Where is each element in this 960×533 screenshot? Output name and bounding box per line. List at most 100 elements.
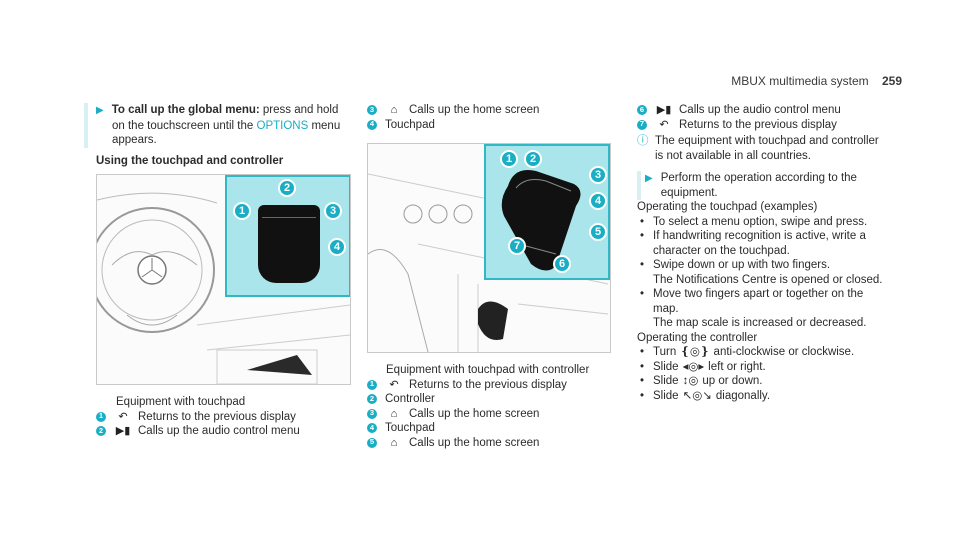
item-text: Calls up the home screen [409, 104, 540, 116]
bullet-item: •Move two fingers apart or together on t… [639, 288, 867, 329]
header-title: MBUX multimedia system [731, 74, 869, 88]
callout-4: 4 [328, 238, 346, 256]
bullet-text: Move two fingers apart or together on th… [653, 288, 864, 300]
bullet-text: Swipe down or up with two fingers. [653, 259, 831, 271]
callout-6: 6 [553, 255, 571, 273]
callout-3: 3 [589, 166, 607, 184]
step-text-2: equipment. [660, 186, 718, 199]
item-number: 1 [96, 411, 106, 422]
bullet-text: character on the touchpad. [653, 244, 790, 257]
list-item: 1 ↶ Returns to the previous display [96, 410, 356, 425]
list-item: 6 ▶▮ Calls up the audio control menu [637, 103, 907, 118]
step-text-1: Perform the operation according to the [660, 172, 857, 184]
page-number: 259 [881, 74, 902, 88]
column-2-list: Equipment with touchpad with controller … [367, 363, 612, 450]
back-arrow-icon: ↶ [659, 118, 669, 131]
step-arrow-icon: ▶ [645, 173, 653, 184]
bullet-text: left or right. [708, 360, 766, 373]
item-number: 2 [367, 394, 377, 404]
section-label-controller: Operating the controller [637, 331, 758, 344]
column-1: ▶ To call up the global menu: press and … [84, 103, 356, 168]
bullet-item: •To select a menu option, swipe and pres… [639, 215, 868, 228]
slide-vertical-icon: ↕◎ [682, 375, 699, 387]
figure-caption: Equipment with touchpad with controller [386, 364, 590, 376]
bullet-text: anti-clockwise or clockwise. [713, 346, 855, 358]
callout-2: 2 [278, 179, 296, 197]
page-header: MBUX multimedia system 259 [731, 74, 902, 88]
bullet-item: •Slide↖◎↘diagonally. [639, 389, 771, 402]
home-icon: ⌂ [390, 104, 398, 116]
step-text-3: menu [308, 119, 341, 132]
list-item: 3 ⌂ Calls up the home screen [367, 407, 612, 422]
bullet-text: Slide [653, 360, 679, 373]
bullet-result: The map scale is increased or decreased. [653, 317, 867, 329]
list-item: 7 ↶ Returns to the previous display [637, 118, 907, 133]
column-3: 6 ▶▮ Calls up the audio control menu 7 ↶ Ret… [637, 103, 907, 403]
callout-5: 5 [589, 223, 607, 241]
callout-3: 3 [324, 202, 342, 220]
item-number: 4 [367, 423, 377, 433]
bullet-item: •If handwriting recognition is active, w… [639, 230, 866, 257]
bullet-text: diagonally. [715, 389, 771, 402]
item-number: 4 [367, 119, 377, 130]
item-number: 3 [367, 105, 377, 115]
item-text: Returns to the previous display [138, 410, 296, 423]
item-text: Calls up the home screen [409, 436, 540, 449]
item-text: Touchpad [385, 118, 435, 131]
bullet-item: •Slide↕◎up or down. [639, 375, 763, 387]
rotate-controller-icon: ❴◎❵ [680, 346, 710, 358]
bullet-item: •Slide◂◎▸left or right. [639, 360, 766, 373]
item-text: Calls up the audio control menu [679, 104, 841, 116]
slide-horizontal-icon: ◂◎▸ [682, 360, 705, 373]
item-number: 2 [96, 426, 106, 436]
bullet-text: Turn [653, 346, 677, 358]
back-arrow-icon: ↶ [118, 410, 128, 423]
callout-4: 4 [589, 192, 607, 210]
section-label-touchpad: Operating the touchpad (examples) [637, 201, 818, 213]
list-item: 5⌂Calls up the home screen [367, 436, 612, 451]
home-icon: ⌂ [390, 407, 398, 420]
controller-figure: 1 2 3 4 5 6 7 [367, 143, 611, 353]
bullet-text: map. [653, 302, 679, 315]
options-menu-term: OPTIONS [256, 119, 309, 132]
step-text: press and hold [259, 104, 339, 116]
item-number: 3 [367, 408, 377, 419]
touchpad-graphic [258, 205, 320, 283]
item-text: Calls up the home screen [409, 407, 540, 420]
list-item: 2 ▶▮ Calls up the audio control menu [96, 424, 356, 439]
skip-forward-icon: ▶▮ [115, 425, 131, 437]
bullet-result: The Notifications Centre is opened or cl… [653, 273, 883, 286]
figure-caption: Equipment with touchpad [116, 396, 246, 408]
item-text: Calls up the audio control menu [138, 425, 300, 437]
note-text-1: The equipment with touchpad and controll… [655, 135, 879, 147]
perform-step: ▶ Perform the operation according to the… [637, 171, 907, 200]
bullet-text: If handwriting recognition is active, wr… [653, 230, 866, 242]
item-number: 5 [367, 437, 377, 448]
note-text-2: is not available in all countries. [655, 149, 811, 162]
item-text: Touchpad [385, 422, 435, 434]
slide-diagonal-icon: ↖◎↘ [682, 389, 712, 402]
step-title: To call up the global menu: [111, 104, 260, 116]
step-text-4: appears. [112, 134, 157, 146]
item-text: Returns to the previous display [409, 378, 567, 391]
subheading: Using the touchpad and controller [96, 154, 284, 167]
item-number: 1 [367, 379, 377, 390]
callout-7: 7 [508, 237, 526, 255]
bullet-text: Slide [653, 375, 679, 387]
back-arrow-icon: ↶ [389, 378, 399, 391]
bullet-item: •Turn❴◎❵anti-clockwise or clockwise. [639, 346, 855, 358]
bullet-text: up or down. [702, 375, 763, 387]
note: ⓘ The equipment with touchpad and contro… [637, 134, 907, 163]
item-number: 6 [637, 105, 647, 115]
global-menu-step: ▶ To call up the global menu: press and … [84, 103, 356, 148]
step-arrow-icon: ▶ [96, 105, 104, 116]
item-number: 7 [637, 119, 647, 130]
column-1-list: Equipment with touchpad 1 ↶ Returns to the… [96, 395, 356, 439]
callout-1: 1 [500, 150, 518, 168]
touchpad-figure: 2 1 3 4 [96, 174, 351, 385]
skip-forward-icon: ▶▮ [656, 104, 672, 116]
list-item: 1 ↶ Returns to the previous display [367, 378, 612, 393]
item-text: Returns to the previous display [679, 118, 837, 131]
list-item: 4 Touchpad [367, 118, 607, 133]
